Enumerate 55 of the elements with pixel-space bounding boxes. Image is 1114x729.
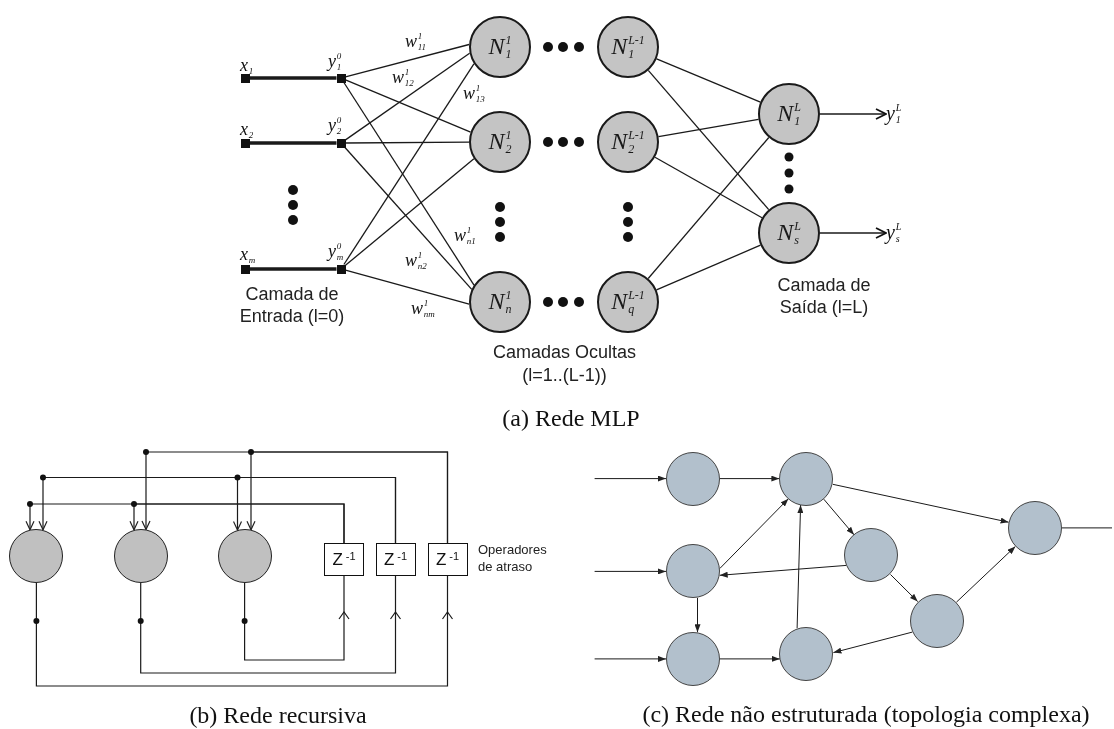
terminal-node <box>336 73 346 83</box>
subfigure-caption: (b) Rede recursiva <box>188 702 368 728</box>
terminal-label: x$_{m}$ <box>240 245 256 265</box>
connection-line <box>249 141 337 145</box>
arrow <box>719 655 781 662</box>
connection-line <box>343 81 475 286</box>
connection-line <box>249 267 337 271</box>
arrow <box>129 503 345 544</box>
terminal-node <box>240 73 250 83</box>
annotation-label: Operadores de atraso <box>478 541 548 575</box>
layer-label: Camada de Entrada (l=0) <box>238 283 346 327</box>
connection-line <box>249 76 337 80</box>
terminal-node <box>336 264 346 274</box>
arrow <box>719 475 780 482</box>
arrow <box>823 498 855 536</box>
terminal-node <box>240 264 250 274</box>
layer-label: Camada de Saída (l=L) <box>776 274 872 318</box>
terminal-label: x$_{2}$ <box>240 120 254 140</box>
connection-line <box>344 158 475 266</box>
arrow <box>694 597 701 633</box>
terminal-node <box>336 138 346 148</box>
arrow <box>594 568 667 575</box>
arrow <box>719 498 789 569</box>
connection-line <box>647 136 770 280</box>
delay-operator-label: Z$^{-1}$ <box>435 551 460 568</box>
delay-operator-label: Z$^{-1}$ <box>383 551 408 568</box>
arrow <box>832 483 1010 524</box>
connection-line <box>654 156 763 219</box>
layer-label: Camadas Ocultas (l=1..(L-1)) <box>491 341 638 387</box>
delay-operator-label: Z$^{-1}$ <box>332 551 356 568</box>
connection-line <box>343 63 475 266</box>
arrow <box>719 564 847 578</box>
arrow <box>819 108 887 120</box>
connection-line <box>344 52 471 141</box>
terminal-node <box>240 138 250 148</box>
arrow <box>832 631 913 654</box>
arrow <box>594 475 667 482</box>
arrow <box>955 545 1016 603</box>
connection-line <box>344 141 470 144</box>
arrow <box>246 451 449 544</box>
connection-line <box>344 43 470 78</box>
subfigure-caption: (a) Rede MLP <box>501 404 641 432</box>
arrow <box>232 476 397 544</box>
connection-line <box>1061 527 1113 529</box>
delay-operator-box <box>324 543 364 576</box>
connection-line <box>647 69 770 211</box>
delay-operator-box <box>427 543 468 576</box>
arrow <box>819 227 887 239</box>
connection-line <box>344 269 470 305</box>
arrow <box>890 574 919 603</box>
delay-operator-box <box>375 543 416 576</box>
arrow <box>594 655 667 662</box>
subfigure-caption: (c) Rede não estruturada (topologia complexa) <box>641 701 1091 727</box>
terminal-label: x$_{1}$ <box>240 56 254 76</box>
arrow <box>796 504 804 629</box>
